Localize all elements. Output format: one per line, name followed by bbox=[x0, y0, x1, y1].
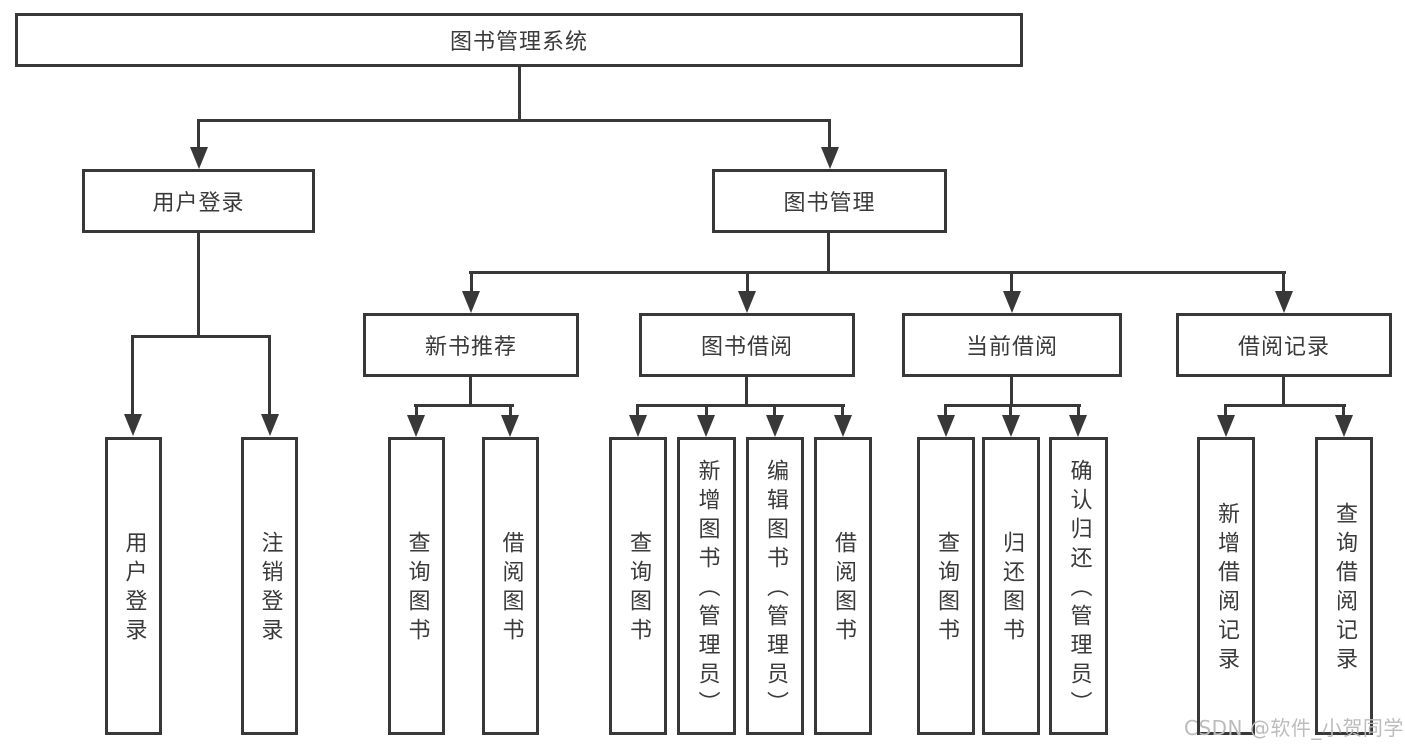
node-label: 图书借阅 bbox=[700, 335, 793, 360]
connector-line bbox=[268, 335, 271, 417]
arrow-down-icon bbox=[1335, 415, 1353, 437]
leaf-borrow-books-recommend: 借阅图书 bbox=[482, 437, 539, 735]
leaf-add-books-admin: 新增图书（管理员） bbox=[677, 437, 736, 735]
node-label: 新增借阅记录 bbox=[1214, 502, 1239, 676]
node-library-management-system: 图书管理系统 bbox=[15, 13, 1023, 67]
node-label: 借阅记录 bbox=[1237, 335, 1330, 360]
leaf-query-books-current: 查询图书 bbox=[917, 437, 975, 735]
node-label: 新增图书（管理员） bbox=[694, 458, 720, 720]
connector-line bbox=[1010, 375, 1013, 406]
leaf-query-borrow-record: 查询借阅记录 bbox=[1315, 437, 1373, 735]
arrow-down-icon bbox=[629, 415, 647, 437]
connector-line bbox=[131, 335, 271, 338]
connector-line bbox=[841, 404, 844, 418]
connector-line bbox=[944, 404, 947, 418]
arrow-down-icon bbox=[1275, 291, 1293, 313]
connector-line bbox=[1009, 404, 1012, 418]
connector-line bbox=[1342, 404, 1345, 418]
arrow-down-icon bbox=[261, 414, 279, 436]
arrow-down-icon bbox=[697, 415, 715, 437]
node-label: 确认归还（管理员） bbox=[1066, 458, 1092, 720]
arrow-down-icon bbox=[407, 415, 425, 437]
arrow-down-icon bbox=[821, 147, 839, 169]
node-label: 归还图书 bbox=[999, 531, 1024, 647]
arrow-down-icon bbox=[190, 147, 208, 169]
connector-line bbox=[518, 66, 521, 121]
leaf-return-books: 归还图书 bbox=[982, 437, 1040, 735]
leaf-query-books-recommend: 查询图书 bbox=[388, 437, 445, 735]
arrow-down-icon bbox=[1002, 415, 1020, 437]
node-borrow-records: 借阅记录 bbox=[1176, 313, 1392, 377]
connector-line bbox=[414, 404, 514, 407]
node-current-borrow: 当前借阅 bbox=[902, 313, 1122, 377]
arrow-down-icon bbox=[1069, 415, 1087, 437]
node-label: 图书管理 bbox=[783, 191, 876, 216]
connector-line bbox=[745, 375, 748, 406]
arrow-down-icon bbox=[834, 415, 852, 437]
node-label: 编辑图书（管理员） bbox=[763, 458, 788, 720]
node-label: 查询借阅记录 bbox=[1332, 502, 1357, 676]
node-book-borrow: 图书借阅 bbox=[639, 313, 855, 377]
connector-line bbox=[470, 271, 473, 294]
connector-line bbox=[746, 271, 749, 294]
connector-line bbox=[773, 404, 776, 418]
node-label: 新书推荐 bbox=[424, 335, 517, 360]
node-new-book-recommend: 新书推荐 bbox=[363, 313, 579, 377]
arrow-down-icon bbox=[124, 414, 142, 436]
connector-line bbox=[705, 404, 708, 418]
node-book-management: 图书管理 bbox=[712, 169, 947, 233]
leaf-confirm-return-admin: 确认归还（管理员） bbox=[1049, 437, 1108, 735]
connector-line bbox=[1282, 271, 1285, 294]
connector-line bbox=[1224, 404, 1227, 418]
arrow-down-icon bbox=[937, 415, 955, 437]
connector-line bbox=[636, 404, 639, 418]
leaf-query-books-borrow: 查询图书 bbox=[609, 437, 667, 735]
node-label: 借阅图书 bbox=[498, 531, 524, 647]
arrow-down-icon bbox=[1003, 291, 1021, 313]
leaf-logout: 注销登录 bbox=[241, 437, 298, 735]
node-label: 借阅图书 bbox=[831, 531, 856, 647]
connector-line bbox=[1077, 404, 1080, 418]
leaf-borrow-books: 借阅图书 bbox=[814, 437, 872, 735]
connector-line bbox=[827, 231, 830, 274]
connector-line bbox=[469, 271, 1286, 274]
arrow-down-icon bbox=[738, 291, 756, 313]
connector-line bbox=[469, 375, 472, 406]
node-label: 查询图书 bbox=[626, 531, 651, 647]
node-label: 当前借阅 bbox=[965, 335, 1058, 360]
node-label: 用户登录 bbox=[152, 191, 245, 216]
connector-line bbox=[828, 119, 831, 151]
connector-line bbox=[636, 404, 845, 407]
node-label: 注销登录 bbox=[257, 531, 283, 647]
leaf-user-login: 用户登录 bbox=[105, 437, 162, 735]
connector-line bbox=[131, 335, 134, 417]
arrow-down-icon bbox=[501, 415, 519, 437]
node-label: 查询图书 bbox=[934, 531, 959, 647]
node-user-login: 用户登录 bbox=[82, 169, 315, 233]
arrow-down-icon bbox=[766, 415, 784, 437]
connector-line bbox=[944, 404, 1081, 407]
node-label: 图书管理系统 bbox=[449, 30, 588, 55]
connector-line bbox=[197, 119, 831, 122]
connector-line bbox=[1224, 404, 1346, 407]
arrow-down-icon bbox=[1217, 415, 1235, 437]
connector-line bbox=[1010, 271, 1013, 294]
connector-line bbox=[197, 119, 200, 151]
leaf-edit-books-admin: 编辑图书（管理员） bbox=[746, 437, 804, 735]
connector-line bbox=[509, 404, 512, 418]
csdn-watermark: CSDN @软件_小贺同学 bbox=[1184, 716, 1404, 740]
arrow-down-icon bbox=[462, 291, 480, 313]
connector-line bbox=[415, 404, 418, 418]
connector-line bbox=[197, 231, 200, 338]
node-label: 查询图书 bbox=[404, 531, 430, 647]
leaf-add-borrow-record: 新增借阅记录 bbox=[1197, 437, 1255, 735]
connector-line bbox=[1282, 375, 1285, 406]
node-label: 用户登录 bbox=[121, 531, 147, 647]
